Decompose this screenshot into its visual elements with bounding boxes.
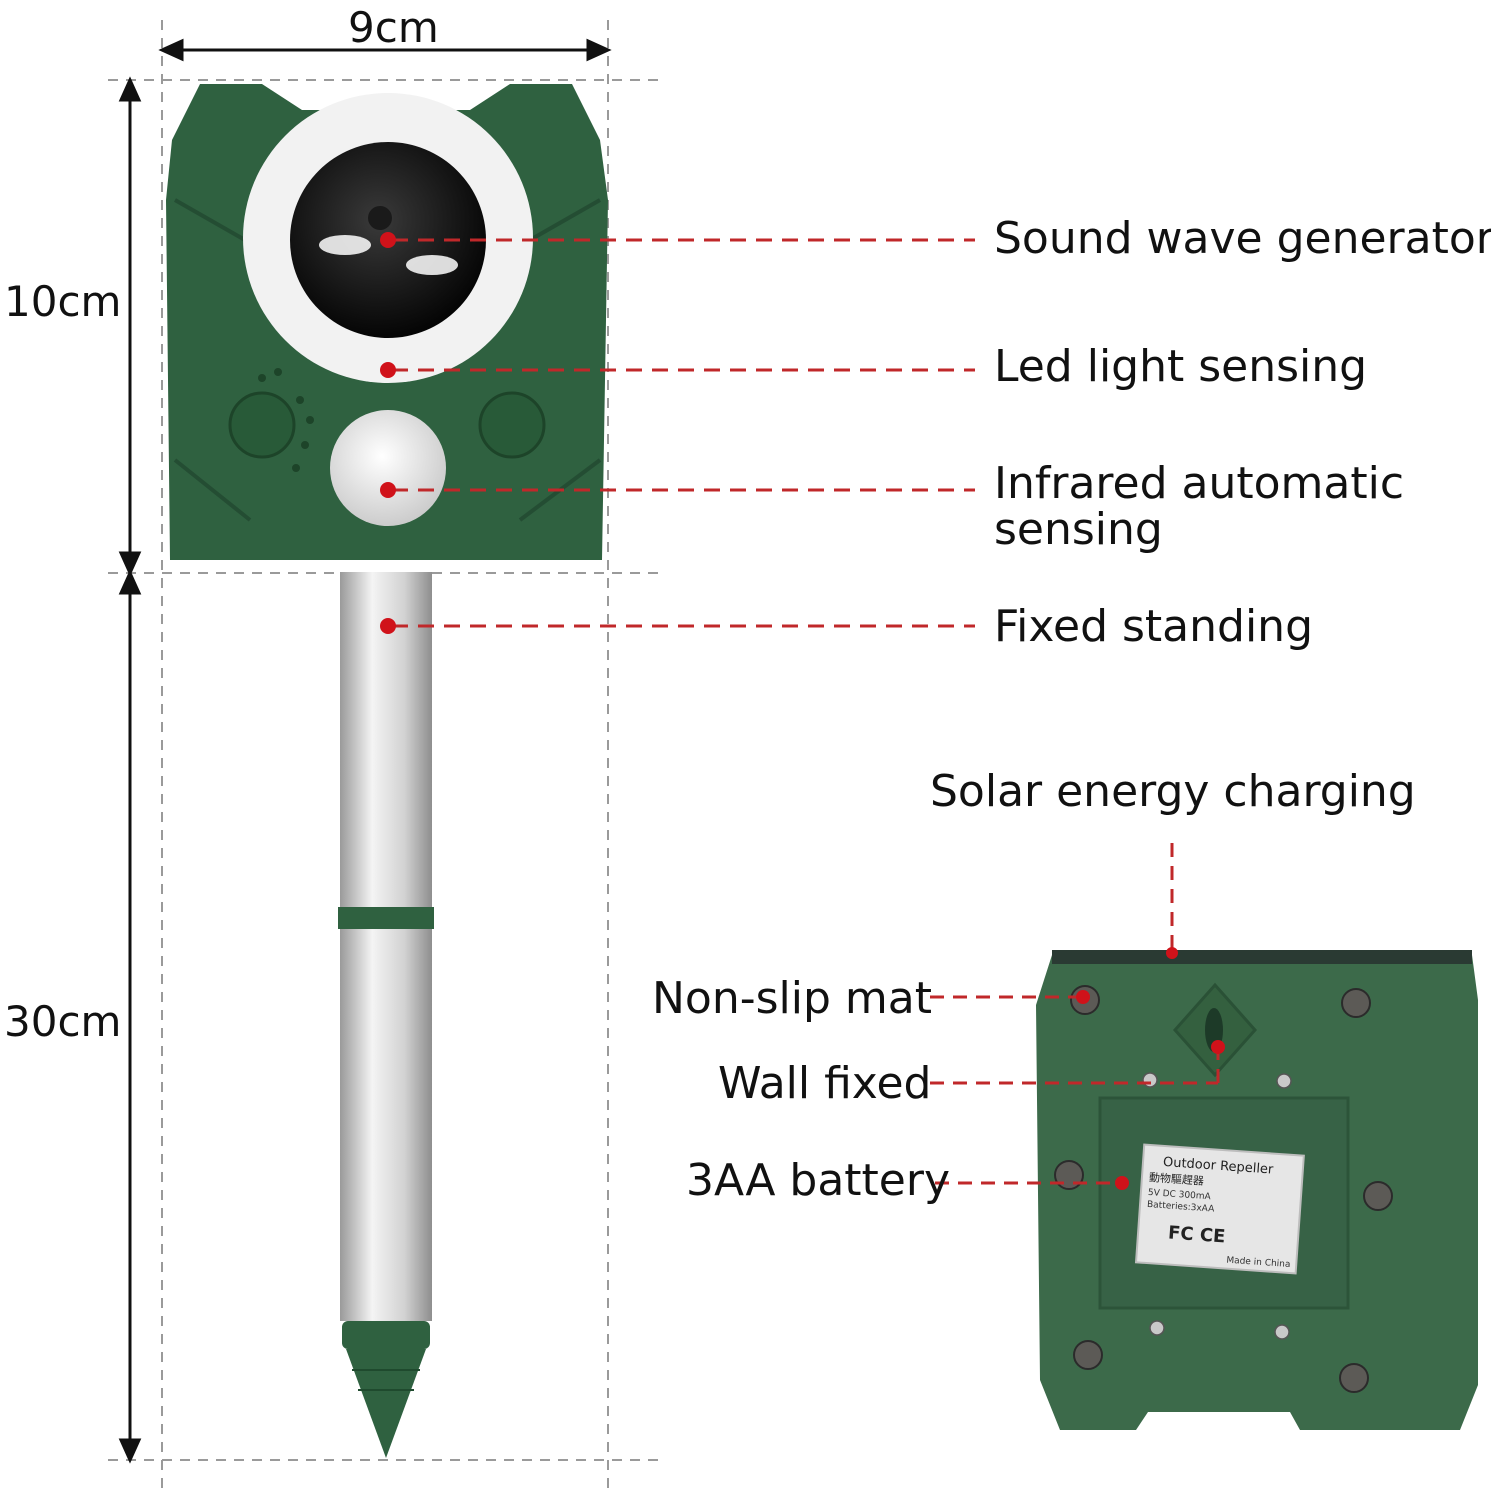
light-sensor-right <box>478 391 546 459</box>
plate-origin: Made in China <box>1226 1256 1291 1270</box>
front-leaders <box>392 238 975 628</box>
callout-non-slip-mat: Non-slip mat <box>652 973 932 1024</box>
callout-led-light-sensing: Led light sensing <box>994 341 1368 392</box>
callout-solar-energy-charging: Solar energy charging <box>930 766 1416 817</box>
light-sensor <box>228 391 296 459</box>
callout-infrared-automatic-sensing: Infrared automatic sensing <box>994 458 1405 555</box>
callout-fixed-standing: Fixed standing <box>994 601 1313 652</box>
plate-line4: Batteries:3xAA <box>1147 1200 1216 1215</box>
callout-3aa-battery: 3AA battery <box>686 1155 950 1206</box>
rubber-feet <box>1054 985 1393 1393</box>
plate-line2: 動物驅趕器 <box>1149 1170 1205 1188</box>
front-dots <box>380 232 396 634</box>
stake <box>338 572 434 1458</box>
label-plate: Outdoor Repeller 動物驅趕器 5V DC 300mA Batte… <box>1134 1143 1305 1275</box>
back-dots <box>1076 947 1225 1190</box>
pir-sensor <box>330 410 446 526</box>
plate-marks: FC CE <box>1167 1222 1226 1247</box>
back-leaders <box>930 843 1220 1185</box>
plate-line3: 5V DC 300mA <box>1148 1188 1212 1202</box>
dimension-arrows <box>118 38 612 1464</box>
repeller-back: Outdoor Repeller 動物驅趕器 5V DC 300mA Batte… <box>1036 950 1478 1430</box>
width-dimension-label: 9cm <box>348 3 439 52</box>
stake-height-label: 30cm <box>4 997 122 1046</box>
callout-wall-fixed: Wall fixed <box>718 1058 932 1109</box>
head-height-label: 10cm <box>4 277 122 326</box>
callout-sound-wave-generator: Sound wave generator <box>994 213 1491 264</box>
